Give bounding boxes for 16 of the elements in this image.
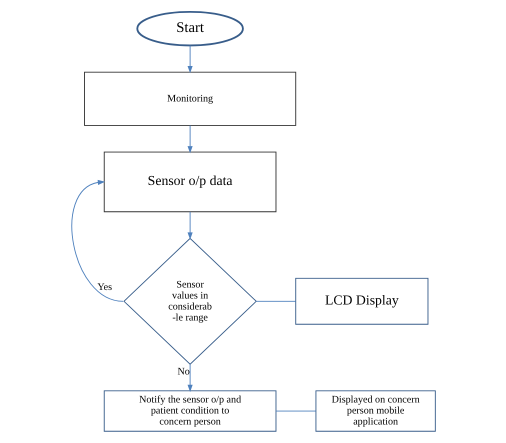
node-box: Displayed on concern person mobile application [314, 390, 436, 432]
arrow [71, 180, 124, 302]
arrow [187, 211, 192, 240]
node-ellipse: Start [136, 10, 244, 46]
node-box: Sensor o/p data [103, 152, 276, 212]
connector [275, 410, 316, 412]
node-box: Notify the sensor o/p and patient condition to concern person [103, 390, 276, 432]
edge-label: No [177, 366, 190, 378]
arrow [187, 364, 192, 392]
node-diamond: Sensor values in considerab -le range [122, 238, 256, 365]
node-box: Monitoring [84, 72, 296, 126]
node-box: LCD Display [294, 278, 428, 325]
arrow [187, 124, 192, 154]
edge-label: Yes [96, 282, 112, 294]
arrow [187, 45, 192, 74]
connector [256, 300, 296, 302]
